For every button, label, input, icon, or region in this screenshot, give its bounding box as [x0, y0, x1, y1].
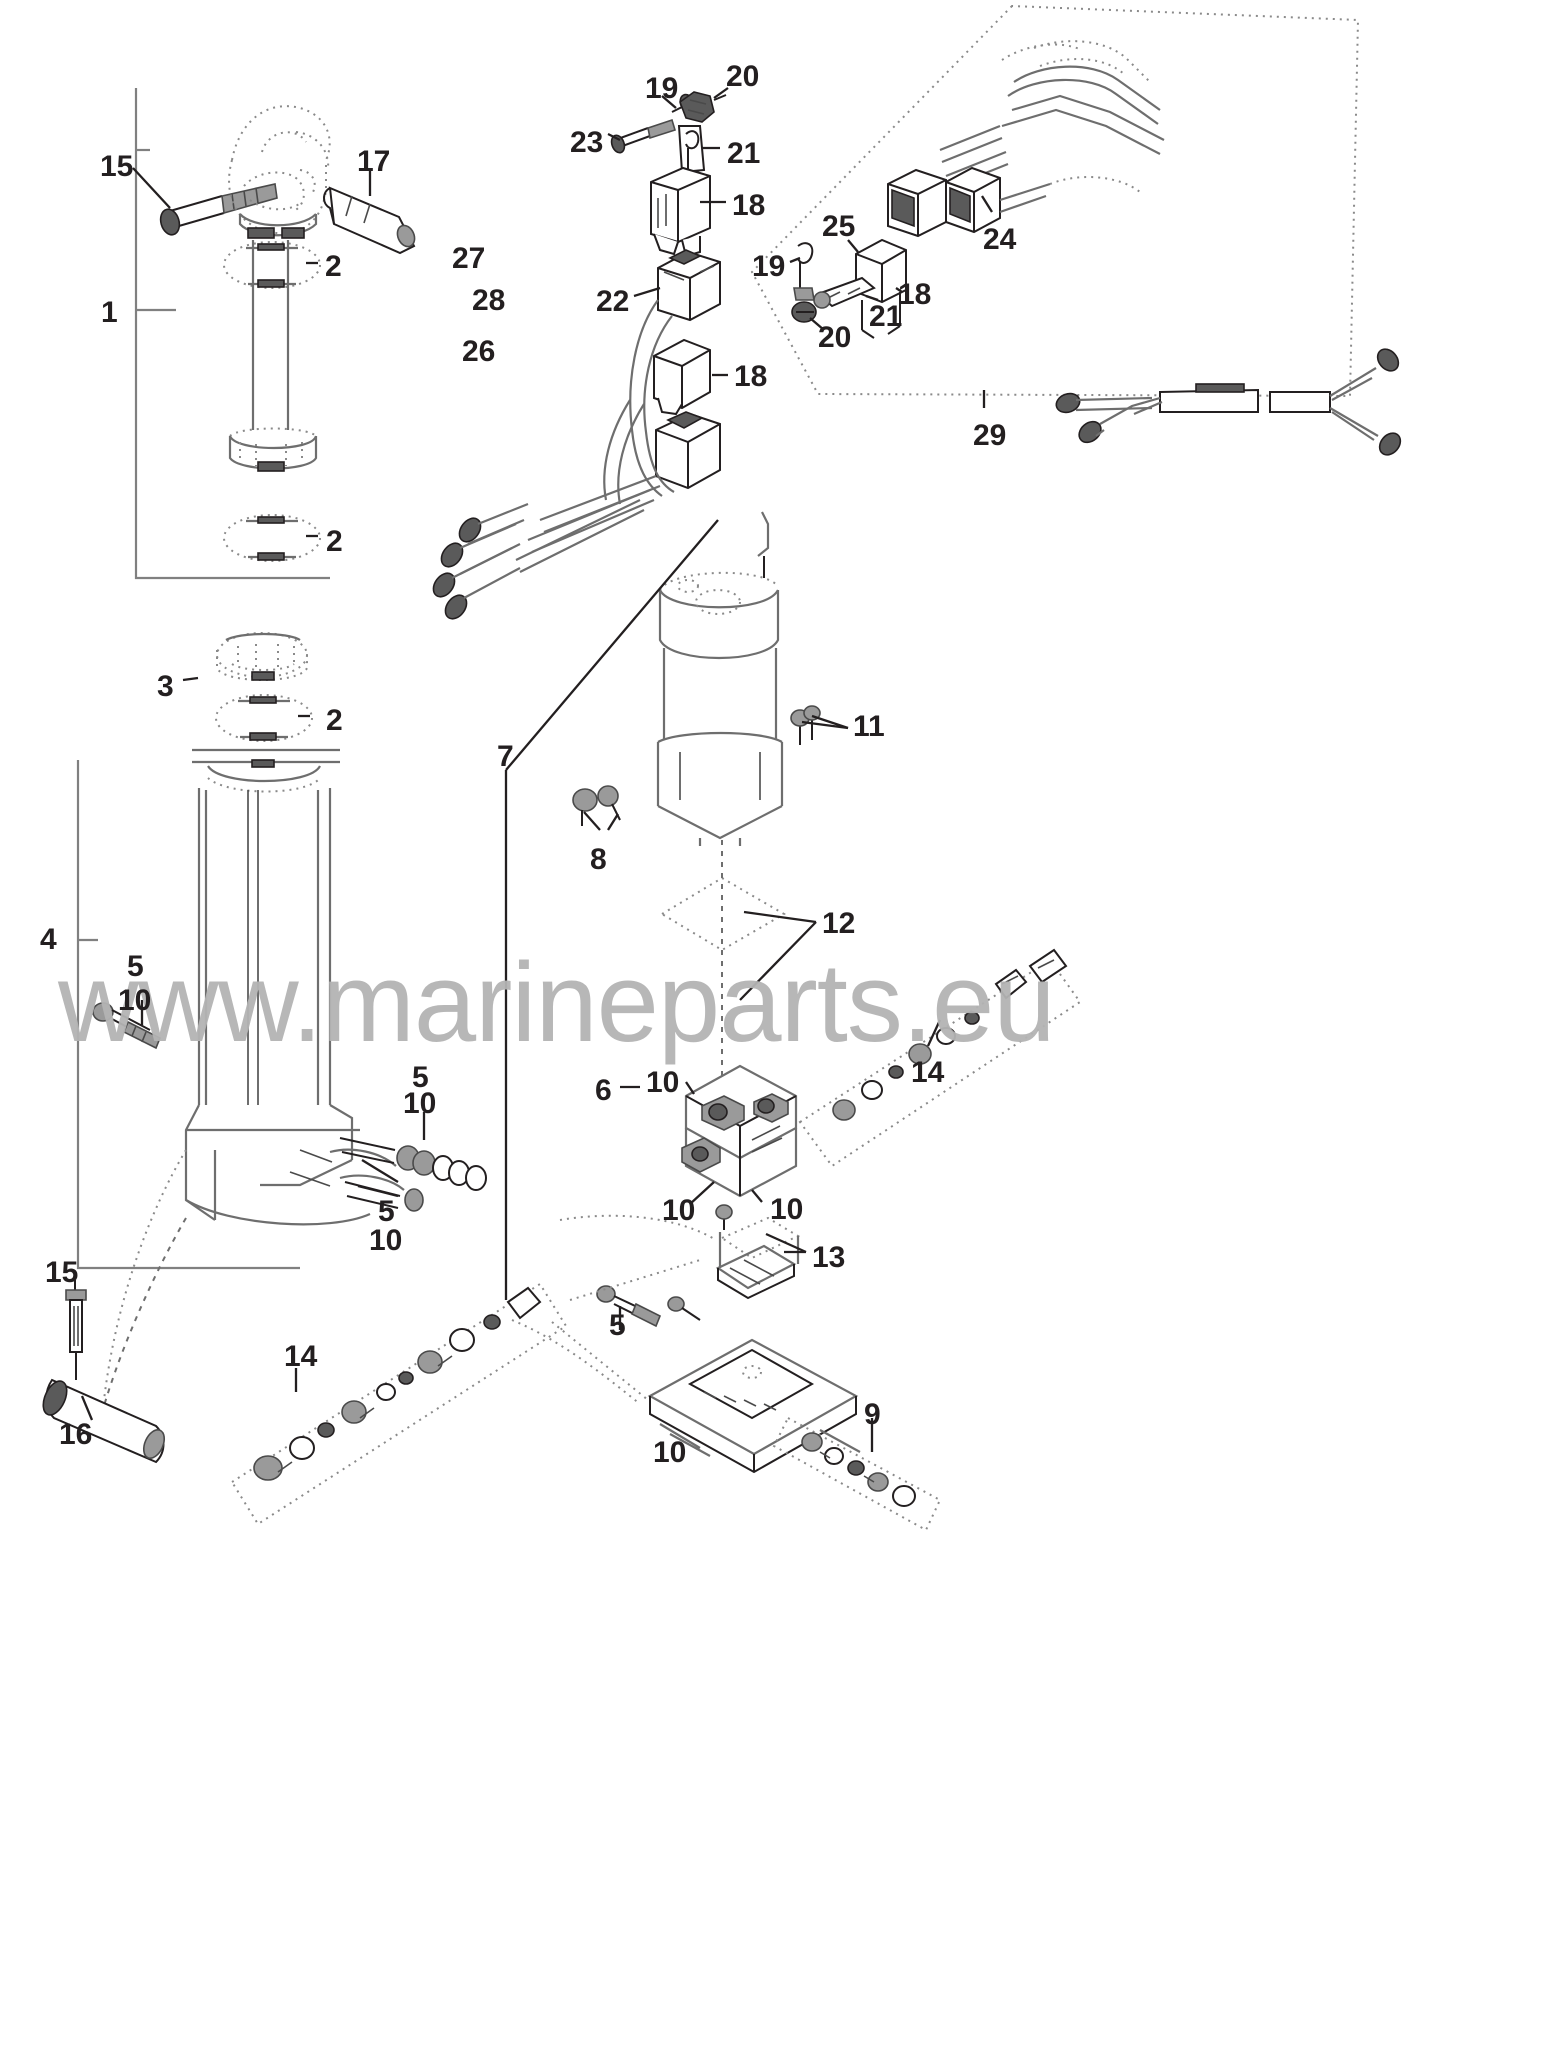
- callout-5-right: 5: [412, 1061, 429, 1094]
- part-2-oring-mid: [223, 514, 321, 562]
- callout-16: 16: [59, 1418, 93, 1451]
- callout-20-upper: 20: [726, 60, 760, 93]
- callout-22: 22: [596, 285, 630, 318]
- callout-20-inset: 20: [818, 321, 852, 354]
- part-15-bolt-upper: [159, 183, 278, 236]
- part-7-motor-assembly: [656, 511, 784, 846]
- callout-29: 29: [973, 419, 1007, 452]
- part-11-bolts: [790, 705, 821, 745]
- callout-23: 23: [570, 126, 604, 159]
- callout-14-upper: 14: [911, 1056, 945, 1089]
- callout-18-upper: 18: [732, 189, 766, 222]
- part-24-wiring-harness-assembly: [887, 40, 1165, 238]
- part-14-hardware-strip-upper: [798, 948, 1082, 1168]
- swivel-bracket-head: [228, 105, 331, 239]
- callout-5-right-lower: 5: [378, 1195, 395, 1228]
- callout-2-mid: 2: [326, 525, 343, 558]
- callout-19-inset: 19: [752, 250, 786, 283]
- callout-10-base: 10: [653, 1436, 687, 1469]
- callout-26: 26: [462, 335, 496, 368]
- part-9-hardware-strip: [772, 1416, 942, 1532]
- part-8-screws: [572, 785, 621, 826]
- part-21-terminal-bracket: [677, 125, 706, 174]
- callout-8: 8: [590, 843, 607, 876]
- callout-14-lower: 14: [284, 1340, 318, 1373]
- callout-13: 13: [812, 1241, 846, 1274]
- part-5-10-bolt-upper: [92, 1002, 162, 1050]
- callout-10-pump-right: 10: [770, 1193, 804, 1226]
- part-17-cross-pin: [323, 186, 416, 255]
- callout-10-pump-left: 10: [662, 1194, 696, 1227]
- callout-18-inset: 18: [898, 278, 932, 311]
- callout-2-lower: 2: [326, 704, 343, 737]
- part-5-10-bolt-cluster-right: [339, 1137, 487, 1212]
- callout-25: 25: [822, 210, 856, 243]
- callout-10-upper: 10: [118, 984, 152, 1017]
- part-12-gasket: [660, 840, 786, 1078]
- part-23-bolt: [610, 118, 676, 154]
- inset-box-wiring: [750, 4, 1360, 398]
- part-9-base-plate: [647, 1338, 861, 1474]
- callout-24: 24: [983, 223, 1017, 256]
- callout-28: 28: [472, 284, 506, 317]
- part-6-pump-manifold: [681, 1064, 798, 1198]
- callout-11: 11: [853, 710, 885, 743]
- part-1-cylinder-body: [228, 240, 318, 472]
- callout-2-upper: 2: [325, 250, 342, 283]
- callout-15-lower: 15: [45, 1256, 79, 1289]
- part-4-ram-cylinder: [99, 748, 405, 1421]
- part-3-retaining-ring: [216, 632, 308, 681]
- part-13-reservoir-cover: [715, 1204, 801, 1300]
- part-14-hardware-strip-lower: [230, 1282, 568, 1526]
- part-2-oring-lower: [215, 694, 313, 742]
- callout-5-upper: 5: [127, 950, 144, 983]
- callout-21-inset: 21: [869, 300, 903, 333]
- callout-4: 4: [40, 923, 57, 956]
- callout-10-right-lower: 10: [369, 1224, 403, 1257]
- callout-9: 9: [864, 1398, 881, 1431]
- callout-12: 12: [822, 907, 856, 940]
- callout-27: 27: [452, 242, 486, 275]
- part-15-16-pivot-pin: [42, 1280, 166, 1464]
- callout-15-upper: 15: [100, 150, 134, 183]
- callout-18-mid: 18: [734, 360, 768, 393]
- callout-10-right: 10: [403, 1087, 437, 1120]
- part-20-nut: [679, 91, 727, 123]
- callout-7: 7: [497, 740, 514, 773]
- callout-10-pump: 10: [646, 1066, 680, 1099]
- callout-5-base: 5: [609, 1309, 626, 1342]
- callout-19-upper: 19: [645, 72, 679, 105]
- part-22-wiring-harness: [432, 249, 721, 620]
- part-19-20-21-inset: [791, 242, 876, 323]
- callout-21-upper: 21: [727, 137, 761, 170]
- callout-6: 6: [595, 1074, 612, 1107]
- callout-3: 3: [157, 670, 174, 703]
- callout-1: 1: [101, 296, 118, 329]
- part-29-battery-cable: [1055, 348, 1402, 456]
- callout-17: 17: [357, 145, 391, 178]
- part-18-relay-top: [650, 166, 711, 258]
- part-2-oring-upper: [223, 241, 321, 289]
